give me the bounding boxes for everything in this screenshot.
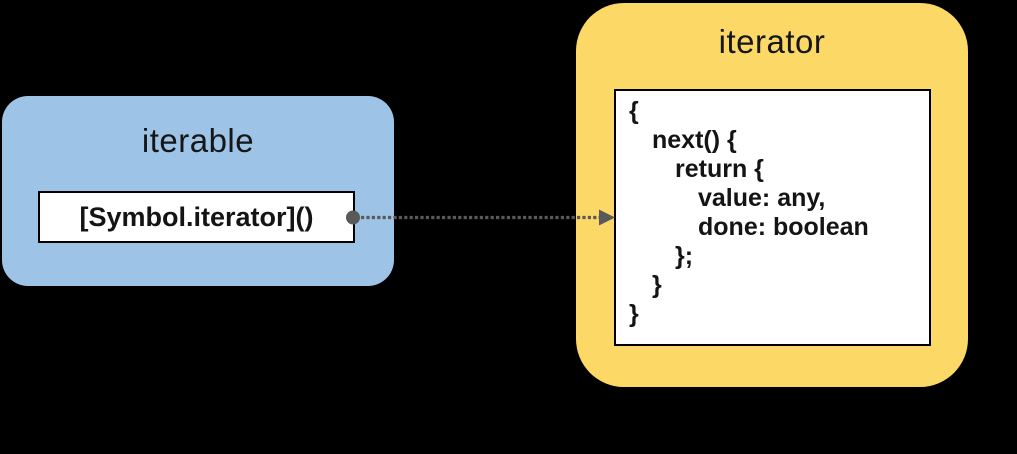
iterable-title: iterable	[141, 122, 255, 159]
code-line: return {	[675, 155, 764, 183]
code-line: }	[629, 300, 639, 328]
code-line: next() {	[652, 126, 737, 154]
code-line: };	[675, 242, 694, 270]
iterator-title: iterator	[718, 23, 826, 60]
code-line: value: any,	[698, 184, 826, 212]
iterator-box: iterator { next() {return {value: any,don…	[576, 3, 968, 387]
iterator-code-box: { next() {return {value: any,done: boolea…	[614, 89, 931, 346]
iterable-box: iterable [Symbol.iterator]()	[2, 96, 394, 286]
symbol-iterator-method-label: [Symbol.iterator]()	[79, 201, 314, 232]
code-line: {	[629, 97, 639, 125]
code-line: done: boolean	[698, 213, 869, 241]
symbol-iterator-method-box: [Symbol.iterator]()	[38, 191, 355, 243]
code-line: }	[652, 271, 662, 299]
